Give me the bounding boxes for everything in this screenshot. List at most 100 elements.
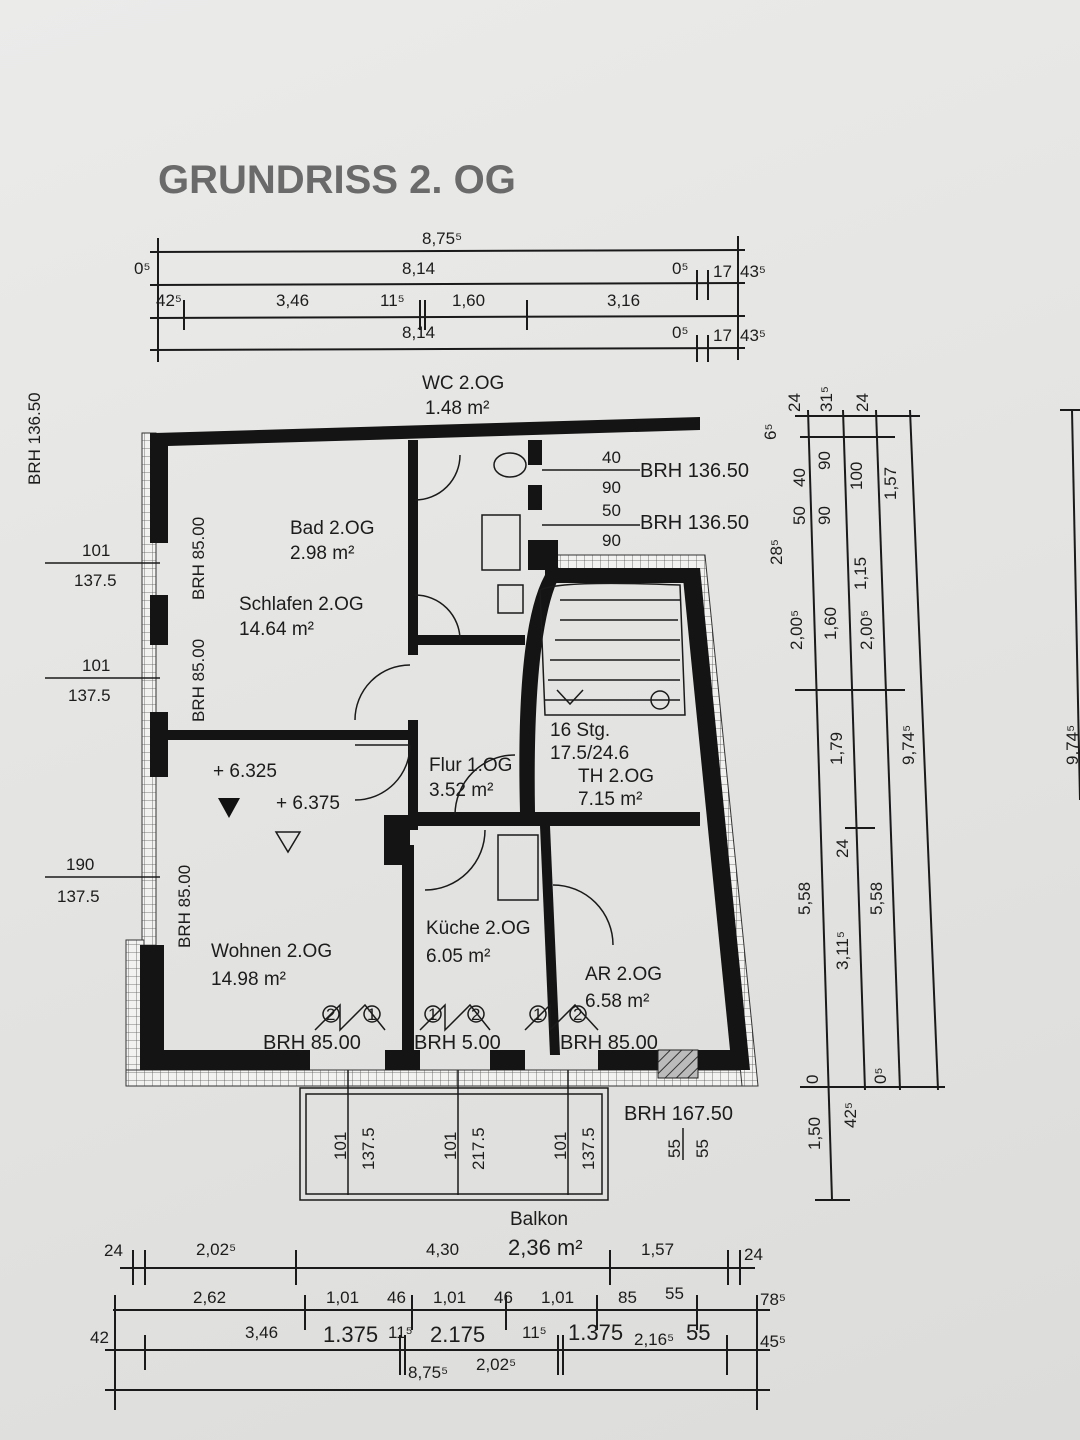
dimension-label: 2,00⁵ [857,610,876,650]
room-area-schlafen: 14.64 m² [239,619,314,640]
dimension-label: 90 [602,531,621,550]
dimension-label: 46 [387,1288,406,1307]
dimension-label: 2 [573,1005,582,1024]
dim-label: 17 [713,262,732,281]
dimension-label: 11⁵ [388,1323,413,1342]
room-name-balkon: Balkon [510,1209,568,1230]
dim-label: 8,14 [402,259,435,278]
dimension-label: 190 [66,855,94,874]
stairs-ratio: 17.5/24.6 [550,743,629,764]
dim-label: 0⁵ [672,259,689,278]
dimension-label: 1,57 [641,1240,674,1259]
dimension-label: 50 [790,506,809,525]
dimension-label: 137.5 [68,686,111,705]
dimension-label: 1,57 [881,467,900,500]
dim-label: 3,46 [276,291,309,310]
room-name-kueche: Küche 2.OG [426,918,531,939]
dimension-label: 137.5 [57,887,100,906]
dimension-label: 2.175 [430,1322,485,1347]
dim-label: 43⁵ [740,262,766,281]
dim-label: 42⁵ [156,291,182,310]
room-name-ar: AR 2.OG [585,964,662,985]
room-name-wc: WC 2.OG [422,373,504,394]
room-name-th: TH 2.OG [578,766,654,787]
dimension-label: 2,62 [193,1288,226,1307]
vent-shaft [657,1049,699,1079]
dimension-label: BRH 85.00 [175,865,194,948]
left-windows: 101 137.5 101 137.5 190 137.5 BRH 85.00 … [45,517,208,948]
dimension-label: 90 [815,506,834,525]
dimension-label: 1 [533,1005,542,1024]
dimension-label: 1,01 [541,1288,574,1307]
room-area-bad: 2.98 m² [290,543,354,564]
dimension-label: 101 [331,1132,350,1160]
dimension-label: 101 [82,656,110,675]
side-brh-label: BRH 136.50 [25,392,44,485]
dimension-label: 8,75⁵ [408,1363,448,1382]
dim-label: 0⁵ [672,323,689,342]
dimension-label: 24 [104,1241,123,1260]
dimension-label: 45⁵ [760,1332,786,1351]
dimension-label: 42 [90,1328,109,1347]
dimension-label: 24 [744,1245,763,1264]
room-area-wohnen: 14.98 m² [211,969,286,990]
dimension-label: BRH 136.50 [640,460,749,482]
brh-label: BRH 5.00 [414,1032,501,1054]
dimension-label: 55 [686,1320,710,1345]
stairs-steps: 16 Stg. [550,720,610,741]
wc-windows: 40 90 BRH 136.50 50 90 BRH 136.50 [542,448,749,550]
dimension-label: 78⁵ [760,1290,786,1309]
dimension-label: 85 [618,1288,637,1307]
dim-label: 0⁵ [134,259,151,278]
dimension-label: 2,16⁵ [634,1330,674,1349]
shower-icon [481,514,521,571]
dimension-label: 42⁵ [841,1102,860,1128]
dimension-label: 6⁵ [761,423,780,440]
dimension-label: 137.5 [579,1127,598,1170]
dimension-label: 50 [602,501,621,520]
dimension-label: 24 [853,393,872,412]
room-name-bad: Bad 2.OG [290,518,375,539]
dimension-label: 1,79 [827,732,846,765]
dimension-label: 2 [326,1005,335,1024]
dimension-label: 1,01 [326,1288,359,1307]
dimension-label: 1,01 [433,1288,466,1307]
room-labels: WC 2.OG 1.48 m² Bad 2.OG 2.98 m² Schlafe… [211,373,662,1260]
room-area-wc: 1.48 m² [425,398,489,419]
sink-icon [497,584,524,614]
dimension-label: 101 [551,1132,570,1160]
room-area-flur: 3.52 m² [429,780,493,801]
dimension-label: 100 [847,462,866,490]
level-marker-outline-icon [274,831,302,854]
dimension-label: 40 [602,448,621,467]
dimension-label: 1.375 [568,1320,623,1345]
dim-label: 11⁵ [380,291,405,310]
dimension-label: 2,02⁵ [476,1355,516,1374]
brh-label: BRH 85.00 [560,1032,658,1054]
dimension-label: 1 [367,1005,376,1024]
dimension-label: 137.5 [359,1127,378,1170]
dimension-label: BRH 85.00 [189,639,208,722]
dimension-label: 1,15 [851,557,870,590]
dimension-label: 0 [803,1075,822,1084]
dim-total-width: 8,75⁵ [422,229,462,248]
level-label: + 6.325 [213,761,277,782]
dimension-label: 90 [602,478,621,497]
dimension-label: 1,50 [805,1117,824,1150]
dimension-label: 3,46 [245,1323,278,1342]
dimension-label: 40 [790,468,809,487]
dim-label: 8,14 [402,323,435,342]
dimension-label: 0⁵ [871,1067,890,1084]
dimension-label: 4,30 [426,1240,459,1259]
dimension-label: 55 [665,1284,684,1303]
dimension-label: 5,58 [867,882,886,915]
dimension-label: 46 [494,1288,513,1307]
dimension-label: 2,02⁵ [196,1240,236,1259]
dim-label: 17 [713,326,732,345]
dimension-label: 1,60 [821,607,840,640]
fixtures [218,452,686,1032]
room-area-balkon: 2,36 m² [508,1235,583,1260]
dimension-label: 5,58 [795,882,814,915]
dimension-label: 2,00⁵ [787,610,806,650]
